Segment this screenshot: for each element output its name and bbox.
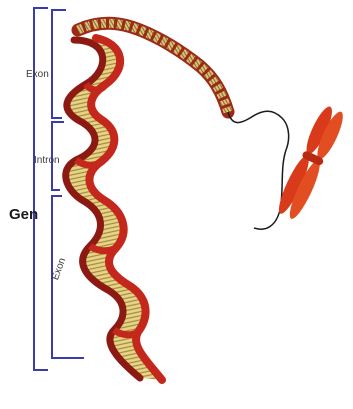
dna-double-helix xyxy=(66,38,162,380)
exon-top-label: Exon xyxy=(26,69,49,80)
gene-label: Gen xyxy=(9,206,38,223)
intron-label: Intron xyxy=(34,155,60,166)
